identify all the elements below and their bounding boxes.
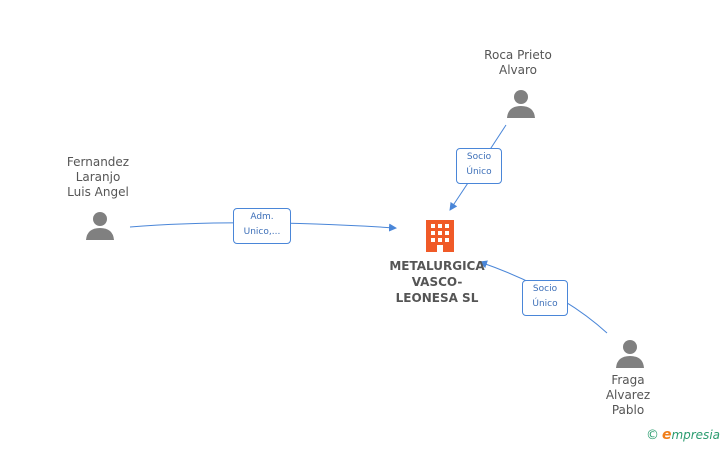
copyright-symbol: © [645,428,659,443]
person-icon[interactable] [615,338,645,368]
relation-label-roca[interactable]: Socio Único [456,148,502,184]
relation-label-fernandez[interactable]: Adm. Unico,... [233,208,291,244]
person-name-fraga[interactable]: Fraga Alvarez Pablo [605,373,651,417]
person-icon[interactable] [506,88,536,118]
company-name[interactable]: METALURGICA VASCO- LEONESA SL [389,259,485,305]
empresia-logo: ©empresia [646,427,720,443]
brand-text: mpresia [671,428,720,442]
brand-initial: e [661,427,672,443]
person-icon[interactable] [85,210,115,240]
building-icon[interactable] [424,218,456,254]
person-name-roca[interactable]: Roca Prieto Alvaro [484,48,552,77]
person-name-fernandez[interactable]: Fernandez Laranjo Luis Angel [66,155,130,199]
relation-label-fraga[interactable]: Socio Único [522,280,568,316]
